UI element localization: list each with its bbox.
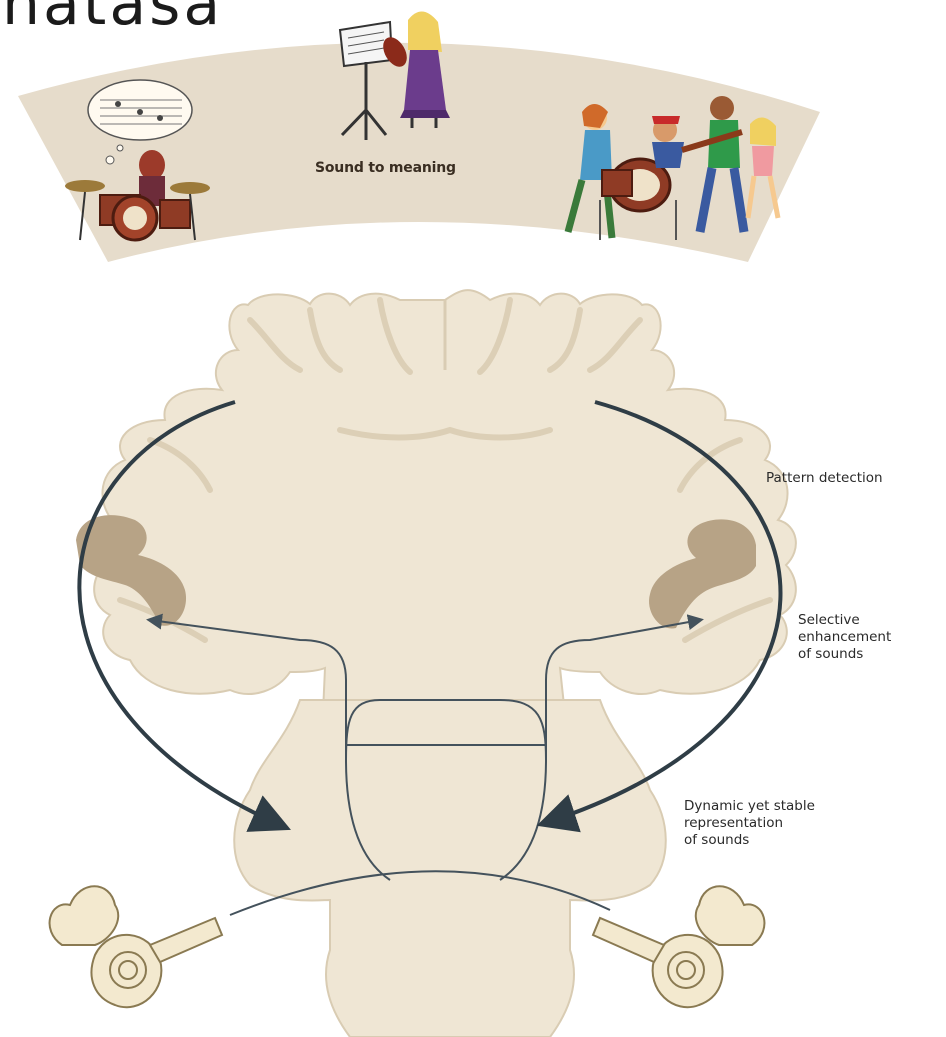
banner-caption: Sound to meaning: [315, 160, 456, 176]
label-selective-enhancement: Selective enhancement of sounds: [798, 612, 891, 663]
label-pattern-detection: Pattern detection: [766, 470, 883, 487]
cochlea-right-icon: [593, 886, 764, 1007]
brainstem: [234, 700, 666, 1037]
cochlea-left-icon: [50, 886, 222, 1007]
label-dynamic-representation: Dynamic yet stable representation of sou…: [684, 798, 815, 849]
page-heading: natasa: [2, 0, 223, 34]
